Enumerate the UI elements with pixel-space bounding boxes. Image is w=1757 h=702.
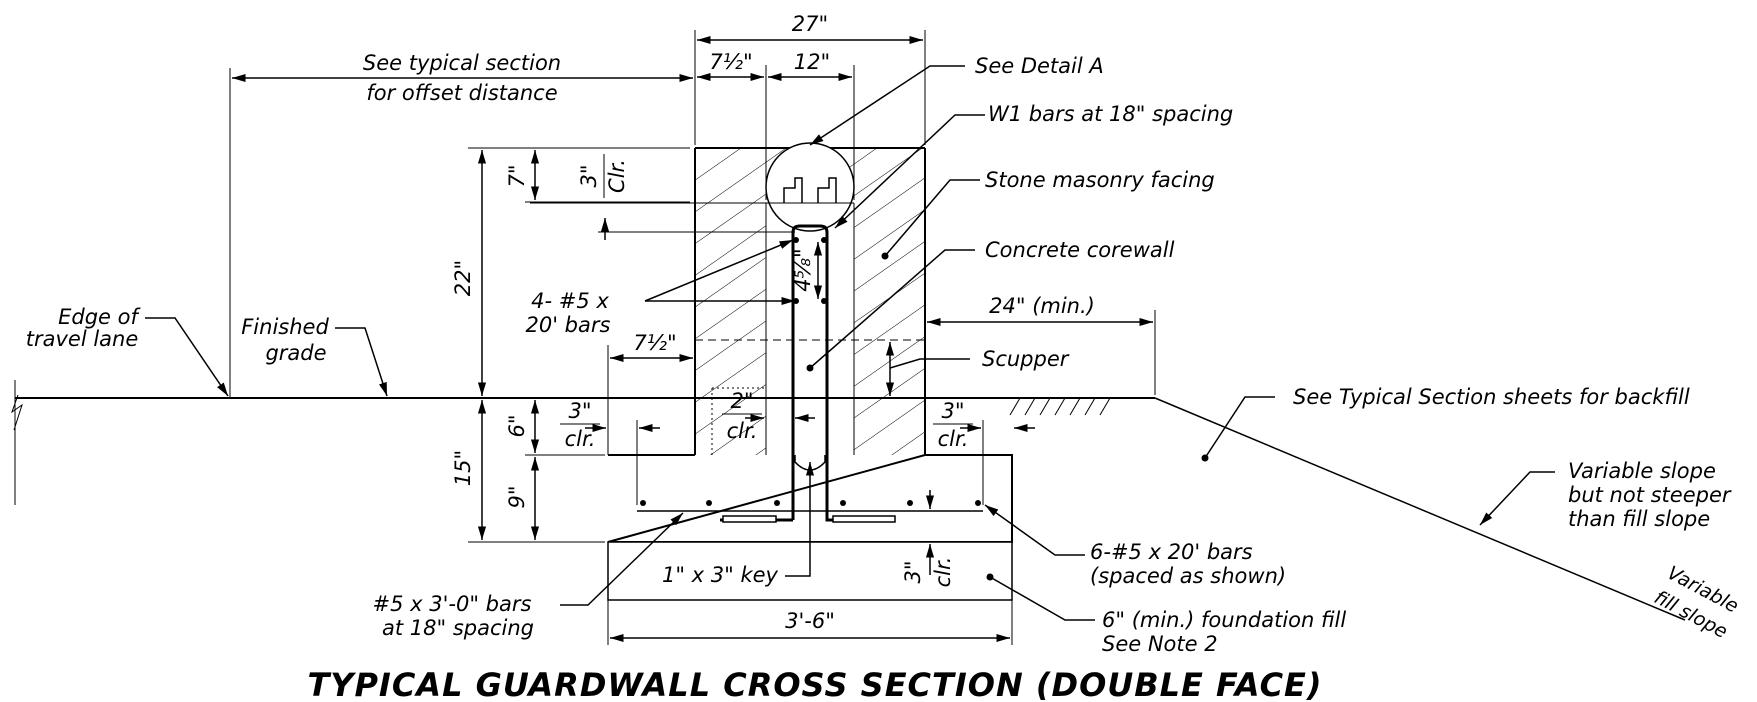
foundation-label-line1: 6" (min.) foundation fill xyxy=(1102,608,1346,632)
dim-footing-width: 3'-6" xyxy=(785,609,835,633)
key-label: 1" x 3" key xyxy=(662,563,779,587)
footing-bars-label-line1: 6-#5 x 20' bars xyxy=(1090,540,1253,564)
transverse-bars-label-line2: at 18" spacing xyxy=(382,616,534,640)
dim-total-depth: 15" xyxy=(451,450,475,486)
dim-footing-clear-right-label: clr. xyxy=(938,427,969,451)
dim-core-clear-label: clr. xyxy=(727,419,758,443)
slope-label-line3: than fill slope xyxy=(1568,507,1710,531)
dim-cap-clear-label: Clr. xyxy=(605,159,629,193)
offset-note-line2: for offset distance xyxy=(366,81,557,105)
dim-embed-depth: 6" xyxy=(505,414,529,437)
dimension-lines xyxy=(229,30,1156,645)
dim-stone-facing-width: 7½" xyxy=(633,331,676,355)
transverse-bars-label-line1: #5 x 3'-0" bars xyxy=(373,592,532,616)
dim-core-clear-value: 2" xyxy=(730,389,753,413)
long-bars-label-line1: 4- #5 x xyxy=(531,289,609,313)
dim-footing-clear-right-value: 3" xyxy=(941,399,964,423)
dim-core-width: 12" xyxy=(794,50,830,74)
leader-lines xyxy=(145,65,1555,621)
ground-line xyxy=(11,252,1686,621)
long-bars-label-line2: 20' bars xyxy=(526,313,611,337)
dim-top-width: 27" xyxy=(792,12,828,36)
detail-a-circle xyxy=(765,142,855,232)
dim-footing-clear-left-label: clr. xyxy=(565,427,596,451)
grade-label-line1: Finished xyxy=(241,315,329,339)
dim-footing-clear-left-value: 3" xyxy=(568,399,591,423)
offset-note-line1: See typical section xyxy=(363,51,561,75)
dim-wall-height: 22" xyxy=(451,260,475,296)
dim-cap-clear-value: 3" xyxy=(577,164,601,187)
edge-label-line1: Edge of xyxy=(58,305,141,329)
slope-label-line2: but not steeper xyxy=(1568,483,1732,507)
slope-label-line1: Variable slope xyxy=(1568,459,1716,483)
corewall-label: Concrete corewall xyxy=(985,238,1175,262)
grade-label-line2: grade xyxy=(265,341,326,365)
detail-a-label: See Detail A xyxy=(975,54,1104,78)
dim-bottom-clear-label: clr. xyxy=(931,557,955,588)
drawing-title: TYPICAL GUARDWALL CROSS SECTION (DOUBLE … xyxy=(307,666,1322,702)
edge-label-line2: travel lane xyxy=(26,327,139,351)
scupper-label: Scupper xyxy=(982,347,1070,371)
stone-facing-label: Stone masonry facing xyxy=(985,168,1215,192)
dim-footing-thickness: 9" xyxy=(505,485,529,508)
dim-backfill-min: 24" (min.) xyxy=(989,294,1095,318)
dim-bottom-clear-value: 3" xyxy=(901,560,925,583)
foundation-label-line2: See Note 2 xyxy=(1102,632,1218,656)
dim-bar-spacing: 4⅝" xyxy=(791,248,815,291)
backfill-label: See Typical Section sheets for backfill xyxy=(1293,385,1690,409)
dim-stone-width: 7½" xyxy=(709,50,752,74)
footing-bars-label-line2: (spaced as shown) xyxy=(1090,564,1286,588)
dim-cap-depth: 7" xyxy=(505,164,529,187)
w1-bars-label: W1 bars at 18" spacing xyxy=(988,102,1233,126)
